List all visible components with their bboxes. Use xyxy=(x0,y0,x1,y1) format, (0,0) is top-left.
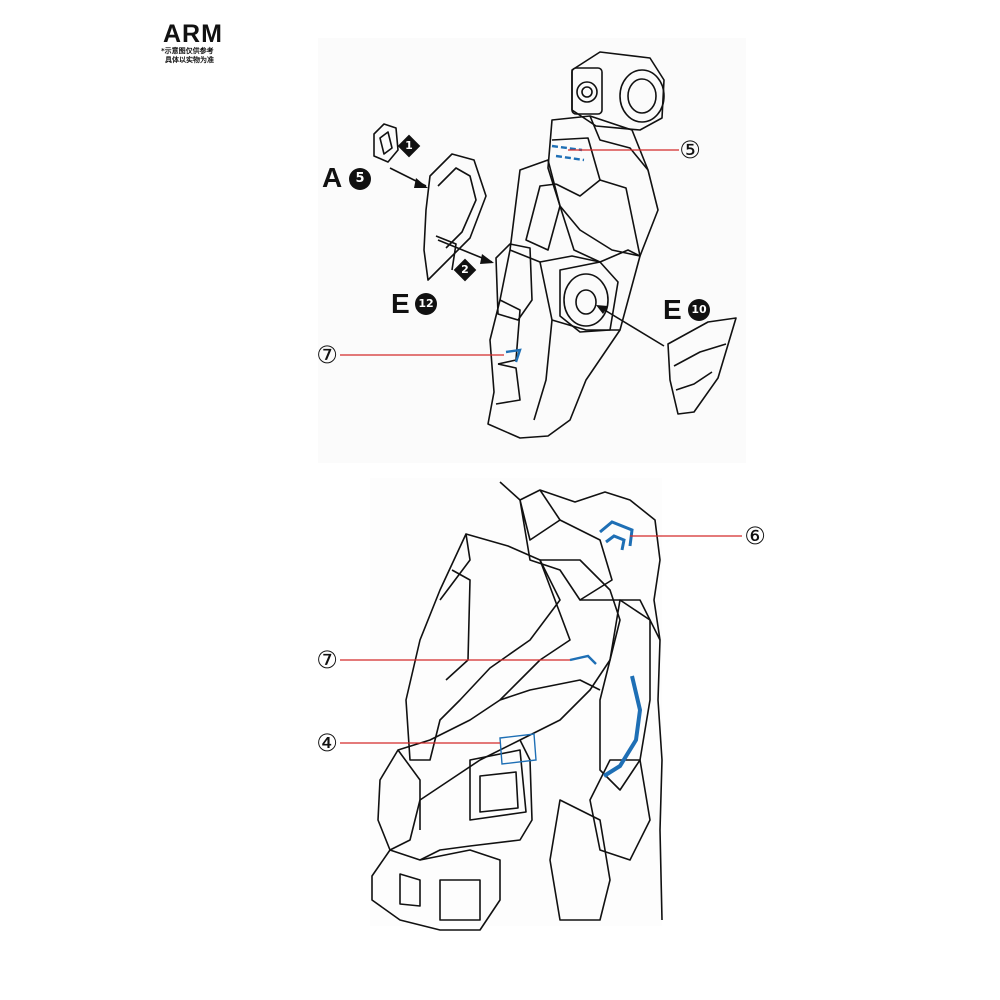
callout-5: ⑤ xyxy=(679,136,701,164)
decal-marks xyxy=(499,144,643,778)
disclaimer-note: *示意图仅供参考 具体以实物为准 xyxy=(161,47,251,65)
disclaimer-line-1: *示意图仅供参考 xyxy=(161,47,214,55)
step-number-2: 2 xyxy=(461,263,469,276)
callout-7-bottom: ⑦ xyxy=(316,646,338,674)
step-marker-1: 1 xyxy=(397,134,421,158)
step-number-1: 1 xyxy=(405,139,413,152)
part-letter-e-left: E xyxy=(391,288,410,319)
step-marker-2: 2 xyxy=(453,258,477,282)
bottom-assembly-panel xyxy=(370,478,662,926)
callout-4: ④ xyxy=(316,729,338,757)
disclaimer-line-2: 具体以实物为准 xyxy=(165,56,214,64)
part-number-a: 5 xyxy=(349,168,371,190)
top-assembly-panel xyxy=(318,38,746,463)
forearm-top-drawing xyxy=(373,51,737,439)
assembly-arrowheads xyxy=(414,178,608,314)
callout-7-top: ⑦ xyxy=(316,341,338,369)
leader-lines xyxy=(340,149,742,744)
callout-6: ⑥ xyxy=(744,522,766,550)
part-letter-a: A xyxy=(322,162,343,193)
part-letter-e-right: E xyxy=(663,294,682,325)
section-title: ARM xyxy=(163,20,223,48)
part-number-e-right: 10 xyxy=(688,299,710,321)
part-number-e-left: 12 xyxy=(415,293,437,315)
forearm-bottom-drawing xyxy=(371,481,663,931)
